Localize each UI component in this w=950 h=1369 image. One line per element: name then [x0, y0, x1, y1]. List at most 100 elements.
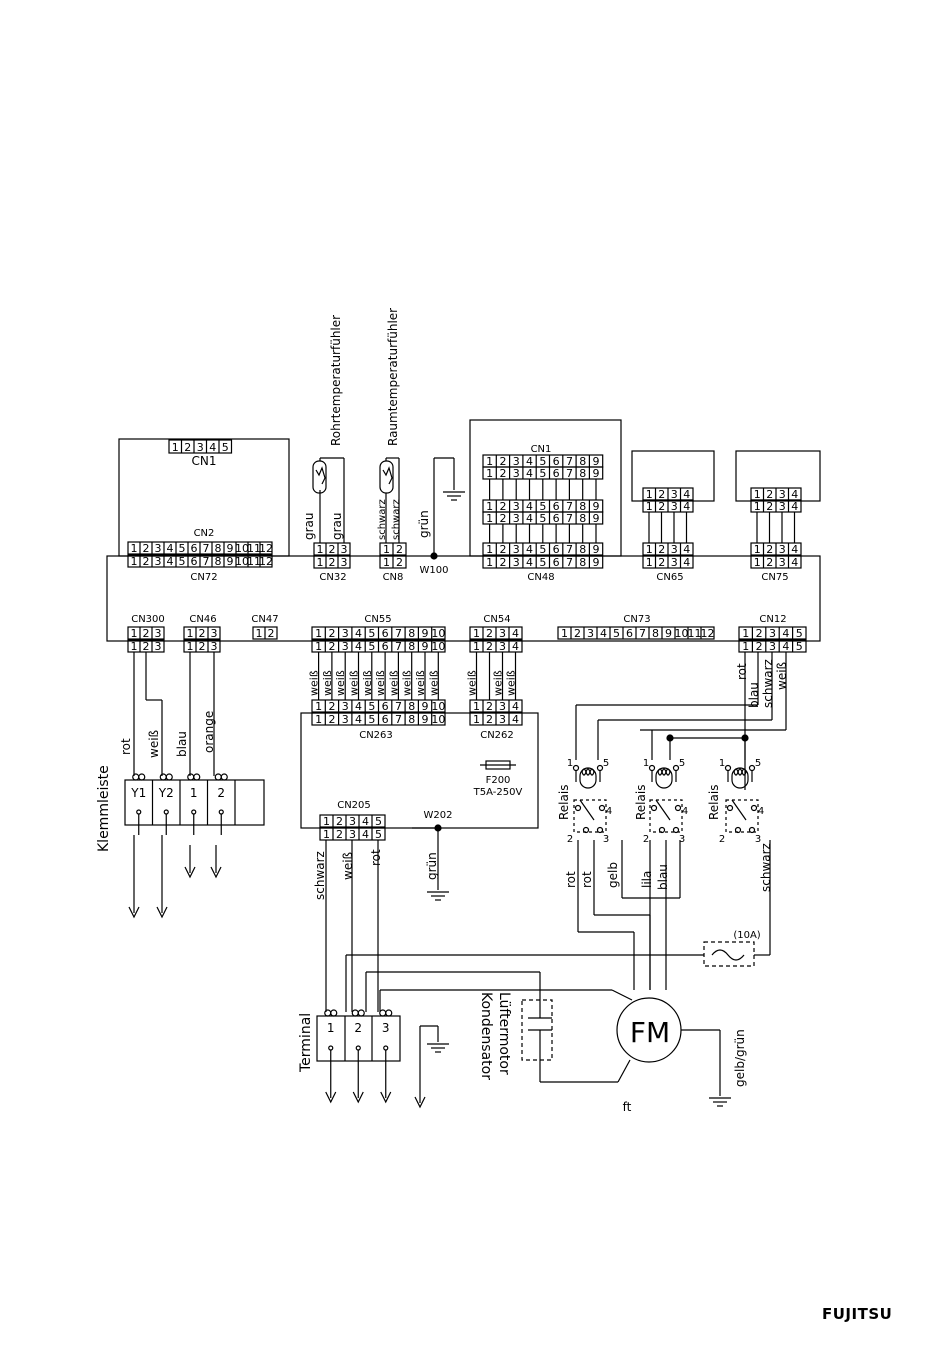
pin-number: 6	[382, 713, 389, 726]
pin-number: 1	[315, 627, 322, 640]
terminal-number: 1	[327, 1021, 335, 1035]
pin-number: 5	[375, 815, 382, 828]
arrow-head	[414, 1096, 426, 1109]
coil-turn	[665, 768, 671, 776]
pin-number: 3	[499, 713, 506, 726]
pin-number: 3	[499, 700, 506, 713]
terminal-pin	[355, 1045, 361, 1051]
pin-number: 2	[766, 488, 773, 501]
klemm-terminal-label: 1	[190, 786, 198, 800]
cn65-label: CN65	[656, 572, 683, 583]
pin-number: 7	[395, 627, 402, 640]
coil-turn	[657, 768, 663, 776]
pin-number: 3	[499, 627, 506, 640]
pin-number: 6	[191, 555, 198, 568]
arrow-head	[325, 1091, 337, 1104]
pin-number: 3	[587, 627, 594, 640]
cn1-top-label: CN1	[192, 454, 217, 468]
fuse-name: F200	[486, 775, 511, 786]
pin-number: 2	[574, 627, 581, 640]
cn47-label: CN47	[251, 614, 278, 625]
pin-number: 9	[665, 627, 672, 640]
pin-number: 4	[782, 640, 789, 653]
wire-205-schwarz: schwarz	[313, 851, 327, 900]
pin-number: 4	[167, 542, 174, 555]
pin-number: 1	[742, 627, 749, 640]
relay-coil	[731, 767, 749, 789]
pin-number: 2	[486, 700, 493, 713]
pin-number: 4	[526, 543, 533, 556]
cn8-label: CN8	[383, 572, 404, 583]
pin-number: 3	[671, 488, 678, 501]
cn262-label: CN262	[480, 730, 514, 741]
pin-number: 1	[131, 555, 138, 568]
cn205-label: CN205	[337, 800, 371, 811]
coil-turn	[585, 768, 591, 776]
pin-number: 4	[526, 512, 533, 525]
pin-number: 9	[593, 455, 600, 468]
pin-number: 9	[422, 713, 429, 726]
pin-number: 3	[513, 455, 520, 468]
pin-number: 9	[422, 627, 429, 640]
pin-number: 5	[539, 543, 546, 556]
pin-number: 4	[512, 700, 519, 713]
pin-number: 3	[671, 556, 678, 569]
coil-turn	[581, 768, 587, 776]
wire-grau-1: grau	[302, 512, 316, 540]
klemm-terminal-label: Y2	[158, 786, 174, 800]
pin-number: 1	[187, 640, 194, 653]
fuse-f200	[485, 760, 511, 770]
arrow-head	[128, 906, 140, 919]
terminal-screw	[138, 773, 146, 781]
relay-pin	[674, 804, 682, 812]
pin-number: 2	[658, 488, 665, 501]
relay-pin-number: 2	[567, 834, 573, 845]
pin-number: 9	[593, 512, 600, 525]
relay-pin	[596, 826, 604, 834]
pin-number: 8	[408, 627, 415, 640]
relay-housing	[649, 799, 683, 833]
pin-number: 7	[566, 500, 573, 513]
pin-number: 9	[593, 543, 600, 556]
cn48-label: CN48	[527, 572, 554, 583]
pin-number: 6	[553, 556, 560, 569]
pin-number: 2	[328, 627, 335, 640]
cn46-pins-b	[183, 639, 221, 653]
pin-number: 1	[172, 441, 179, 454]
main-board	[106, 555, 821, 642]
relay-housing	[725, 799, 759, 833]
terminal-number: 3	[382, 1021, 390, 1035]
pin-number: 4	[355, 700, 362, 713]
pin-number: 4	[791, 543, 798, 556]
terminal-screw	[132, 773, 140, 781]
pin-number: 3	[341, 556, 348, 569]
coil-turn	[661, 768, 667, 776]
pin-number: 10	[431, 713, 445, 726]
coil-turn	[589, 768, 595, 776]
pin-number: 4	[683, 556, 690, 569]
pin-number: 6	[553, 467, 560, 480]
relay-pin	[572, 764, 580, 772]
relay-pin	[574, 804, 582, 812]
pin-number: 4	[362, 828, 369, 841]
cn205-pins-a	[319, 814, 386, 828]
terminal-label: Terminal	[298, 1013, 314, 1073]
pin-number: 3	[211, 640, 218, 653]
wire-cn55-weiss: weiß	[387, 670, 400, 696]
relay-housing	[573, 799, 607, 833]
coil-turn	[733, 768, 739, 776]
wire-grau-2: grau	[330, 512, 344, 540]
pin-number: 4	[526, 467, 533, 480]
terminal-screw	[330, 1009, 338, 1017]
pin-number: 2	[658, 500, 665, 513]
pin-number: 2	[199, 627, 206, 640]
wire-cn55-weiss: weiß	[334, 670, 347, 696]
relay-pin	[672, 764, 680, 772]
wire-schwarz-1: schwarz	[377, 499, 388, 540]
wire	[617, 1059, 631, 1083]
pin-number: 2	[328, 640, 335, 653]
cn12-label: CN12	[759, 614, 786, 625]
pin-number: 7	[395, 713, 402, 726]
room-sensor-body	[379, 460, 394, 494]
pin-number: 9	[227, 542, 234, 555]
